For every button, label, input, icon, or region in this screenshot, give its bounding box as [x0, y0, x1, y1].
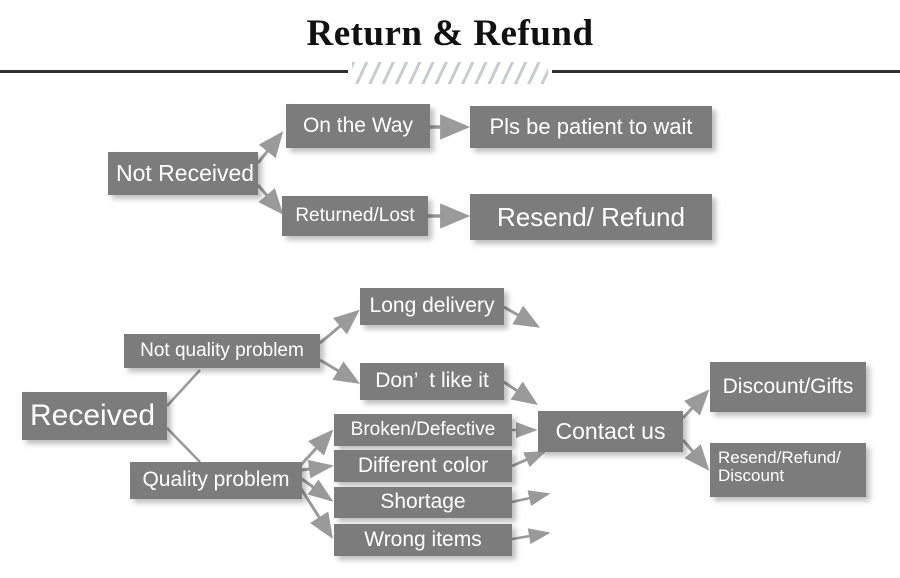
box-pls-be-patient-to-wait[interactable]: Pls be patient to wait	[470, 106, 712, 148]
arrow-dont-like-it-to-contact	[503, 380, 538, 406]
page-title: Return & Refund	[306, 13, 594, 54]
divider-rule-right	[552, 70, 900, 73]
arrow-received-to-not-quality	[166, 369, 201, 407]
box-discount-gifts[interactable]: Discount/Gifts	[710, 362, 866, 412]
box-resend-refund[interactable]: Resend/ Refund	[470, 194, 712, 240]
arrow-long-delivery-to-contact	[503, 305, 541, 328]
box-shortage[interactable]: Shortage	[334, 487, 512, 518]
box-received[interactable]: Received	[22, 392, 167, 440]
box-not-quality-problem[interactable]: Not quality problem	[124, 334, 320, 368]
box-resend-refund-discount[interactable]: Resend/Refund/ Discount	[710, 443, 866, 497]
arrow-not-received-to-returned-lost	[256, 184, 284, 215]
box-contact-us[interactable]: Contact us	[538, 411, 683, 452]
arrow-quality-to-wrong-items	[298, 486, 333, 540]
arrow-shortage-to-contact	[511, 490, 551, 507]
arrow-contact-to-resend-refund-discount	[681, 439, 710, 471]
arrow-wrong-items-to-contact	[511, 528, 551, 545]
arrow-contact-to-discount-gifts	[681, 389, 710, 420]
box-returned-lost[interactable]: Returned/Lost	[282, 196, 428, 236]
arrow-quality-to-broken-defective	[298, 429, 334, 468]
arrow-quality-to-shortage	[301, 477, 334, 502]
header-divider	[0, 62, 900, 84]
arrow-not-quality-to-long-delivery	[319, 309, 360, 345]
box-not-received[interactable]: Not Received	[108, 152, 258, 195]
arrow-not-quality-to-dont-like-it	[319, 358, 361, 384]
box-dont-like-it[interactable]: Don’ t like it	[360, 363, 504, 400]
box-wrong-items[interactable]: Wrong items	[334, 524, 512, 556]
hatched-divider-icon	[352, 62, 548, 84]
arrow-received-to-quality	[166, 427, 201, 463]
box-long-delivery[interactable]: Long delivery	[360, 288, 504, 325]
arrow-different-color-to-contact	[511, 450, 547, 468]
box-different-color[interactable]: Different color	[334, 450, 512, 482]
box-broken-defective[interactable]: Broken/Defective	[334, 414, 512, 446]
box-quality-problem[interactable]: Quality problem	[130, 462, 302, 499]
arrow-quality-to-different-color	[301, 459, 334, 479]
arrow-not-received-to-on-the-way	[256, 131, 284, 164]
divider-rule-left	[0, 70, 348, 73]
box-on-the-way[interactable]: On the Way	[286, 104, 430, 148]
